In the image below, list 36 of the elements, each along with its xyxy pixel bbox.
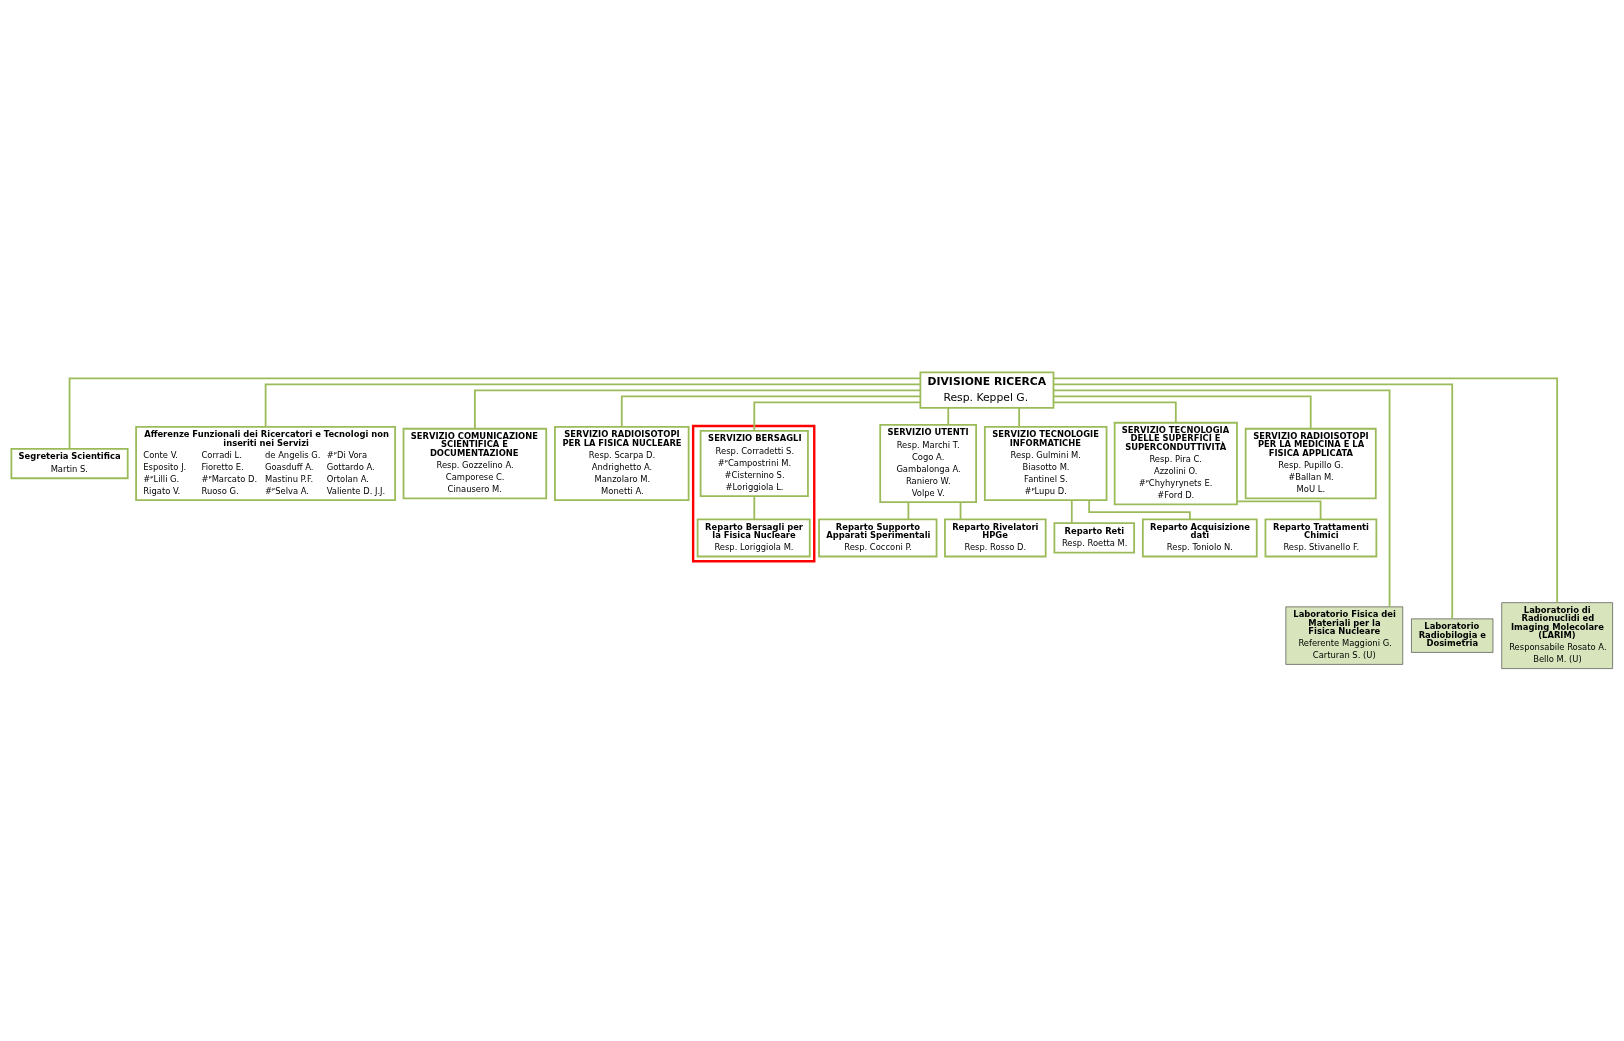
node-box: SERVIZIO COMUNICAZIONE SCIENTIFICA E DOCUMENTAZIONE Resp. Gozzelino A. Camporese C. Cinausero M. <box>402 427 548 500</box>
node-box: Reparto Rivelatori HPGe Resp. Rosso D. <box>944 518 1047 558</box>
node-box: SERVIZIO RADIOISOTOPI PER LA FISICA NUCLEARE Resp. Scarpa D. Andrighetto A. Manzolaro M. Monetti A. <box>554 426 690 501</box>
node-box: Reparto Trattamenti Chimici Resp. Stivanello F. <box>1264 518 1378 558</box>
node-box: Reparto Acquisizione dati Resp. Toniolo N. <box>1141 518 1258 558</box>
node-box: SERVIZIO UTENTI Resp. Marchi T. Cogo A. Gambalonga A. Raniero W. Volpe V. <box>879 423 978 504</box>
node-box: SERVIZIO TECNOLOGIE INFORMATICHE Resp. Gulmini M. Biasotto M. Fantinel S. #ᴾLupu D. <box>983 426 1108 501</box>
connector <box>1052 401 1177 424</box>
node-box: Laboratorio di Radionuclidi ed Imaging Molecolare (LARIM) Responsabile Rosato A. Bello M. (U) <box>1501 602 1613 669</box>
connector <box>753 495 756 521</box>
connector <box>1070 499 1073 525</box>
node-box: Segreteria Scientifica Martin S. <box>10 447 129 480</box>
node-box: Reparto Supporto Apparati Sperimentali Resp. Cocconi P. <box>818 518 938 558</box>
connector <box>947 406 950 426</box>
node-box: Laboratorio Radiobilogia e Dosimetria <box>1411 618 1494 653</box>
connector <box>68 377 922 450</box>
connector <box>1018 406 1021 428</box>
node-box: SERVIZIO TECNOLOGIA DELLE SUPERFICI E SUPERCONDUTTIVITÀ Resp. Pira C. Azzolini O. #ᴾChyhyrynets E. #Ford D. <box>1113 421 1238 506</box>
connector <box>620 395 922 428</box>
connector <box>1088 499 1191 521</box>
connector <box>1052 395 1312 430</box>
connector <box>753 401 922 432</box>
node-box: SERVIZIO BERSAGLI Resp. Corradetti S. #ᴾCampostrini M. #Cisternino S. #Loriggiola L. <box>699 429 809 498</box>
node-box: DIVISIONE RICERCA Resp. Keppel G. <box>919 371 1055 409</box>
connector <box>1052 383 1454 620</box>
connector <box>1052 377 1559 604</box>
connector <box>264 383 922 428</box>
node-box: Afferenze Funzionali dei Ricercatori e Tecnologi non inseriti nei Servizi Conte V. Corradi L. de Angelis G. #ᴾDi Vora Esposito J. Fioretto E. Goasduff A. Gottardo A. #ᴾLilli G. #ᴾMarcato D. Mastinu P.F. Ortolan A. Rigato V. Ruoso G. #ᴾSelva A. Valiente D. J.J. <box>135 426 397 501</box>
connector <box>1052 389 1391 608</box>
node-box: SERVIZIO RADIOISOTOPI PER LA MEDICINA E LA FISICA APPLICATA Resp. Pupillo G. #Ballan M. MoU L. <box>1244 427 1377 500</box>
node-box: Laboratorio Fisica dei Materiali per la Fisica Nucleare Referente Maggioni G. Carturan S. (U) <box>1285 606 1404 665</box>
connector <box>473 389 922 430</box>
node-box: Reparto Reti Resp. Roetta M. <box>1053 522 1136 554</box>
connector <box>907 501 910 521</box>
node-box: Reparto Bersagli per la Fisica Nucleare Resp. Loriggiola M. <box>696 518 811 558</box>
cluster <box>691 424 816 563</box>
